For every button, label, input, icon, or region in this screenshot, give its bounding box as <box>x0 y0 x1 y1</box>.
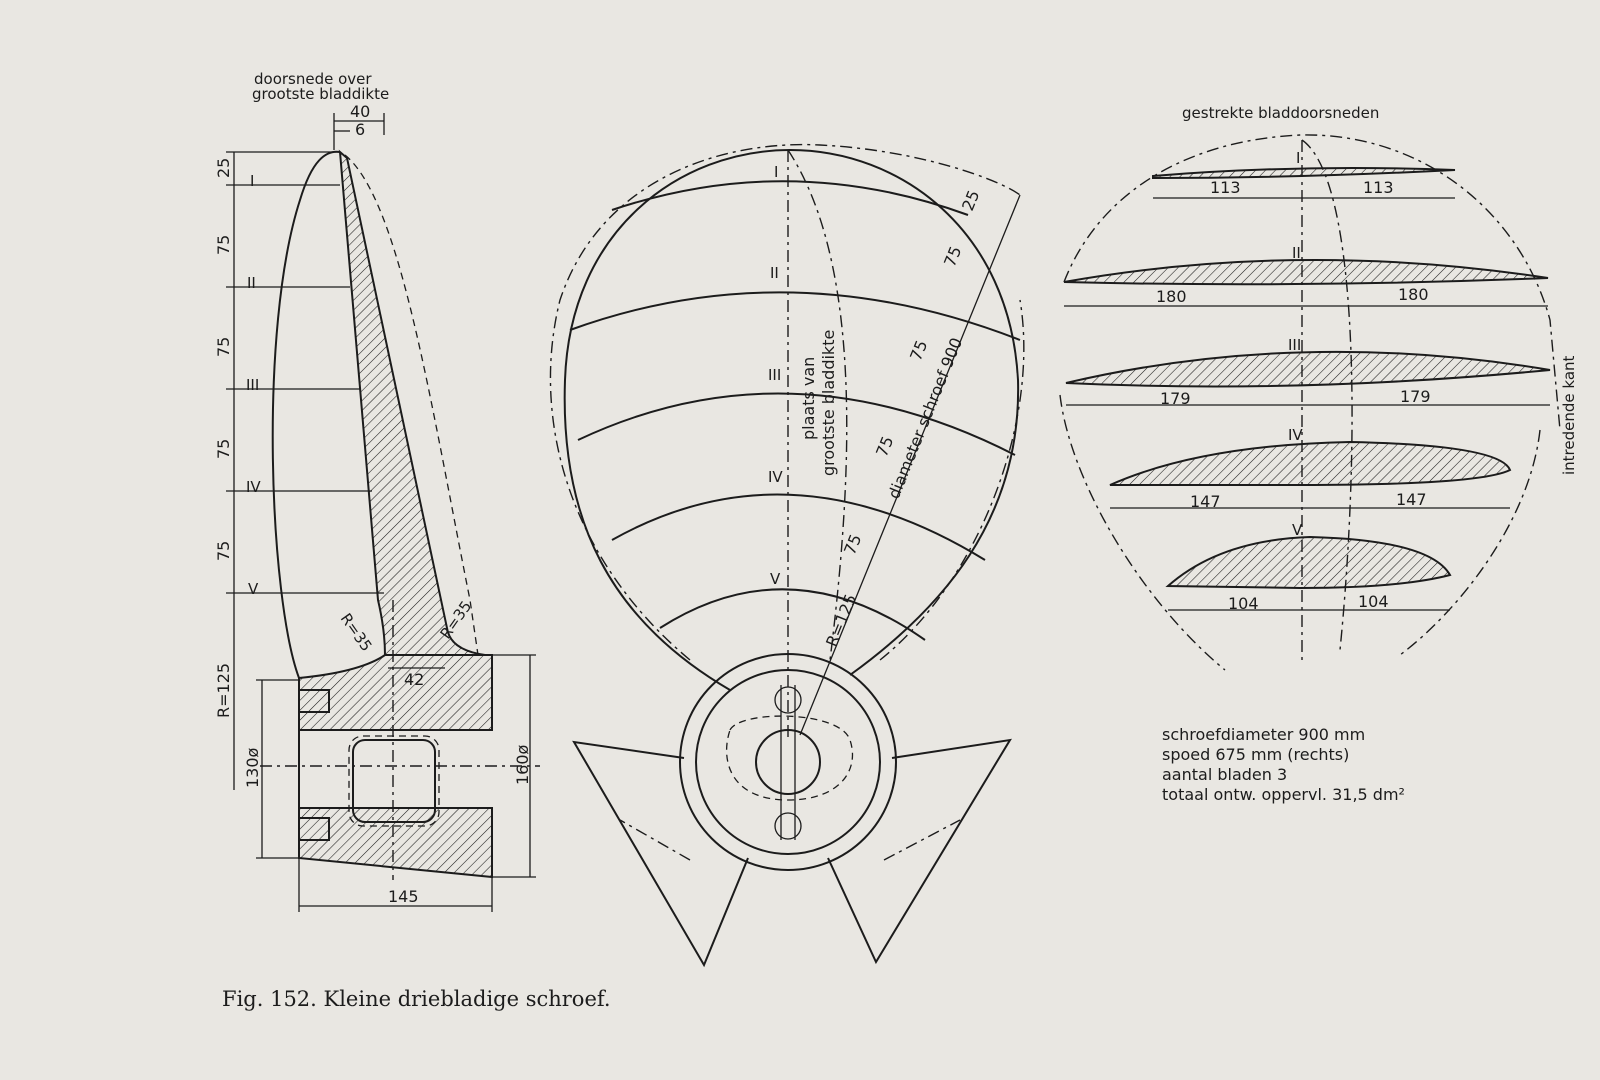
section-5-left: 104 <box>1228 594 1259 613</box>
section-1-right: 113 <box>1363 178 1394 197</box>
label-plaats-line2: grootste bladdikte <box>819 330 838 476</box>
front-dim-75: 75 <box>840 532 865 558</box>
section-4-left: 147 <box>1190 492 1221 511</box>
front-station-1: I <box>774 163 778 181</box>
dim-42: 42 <box>404 670 424 689</box>
dim-6: 6 <box>355 120 365 139</box>
front-dim-75: 75 <box>872 434 897 460</box>
dim-130: 130ø <box>243 747 262 788</box>
dim-75: 75 <box>214 235 233 255</box>
dim-75: 75 <box>214 439 233 459</box>
section-title-line2: grootste bladdikte <box>252 85 389 103</box>
side-station-5: V <box>248 580 259 598</box>
dim-75: 75 <box>214 337 233 357</box>
blade-sections: gestrekte bladdoorsneden I II III IV <box>1059 104 1578 671</box>
dim-r35-left: R=35 <box>337 610 376 655</box>
front-station-5: V <box>770 570 781 588</box>
spec-line-4: totaal ontw. oppervl. 31,5 dm² <box>1162 785 1405 804</box>
edge-label: intredende kant <box>1560 355 1578 475</box>
side-station-2: II <box>247 274 256 292</box>
dim-145: 145 <box>388 887 419 906</box>
front-dim-25: 25 <box>958 188 983 214</box>
section-station-2: II <box>1292 244 1301 262</box>
front-view: I II III IV V plaats van grootste bladdi… <box>549 143 1025 968</box>
label-plaats-line1: plaats van <box>799 357 818 440</box>
front-station-3: III <box>768 366 781 384</box>
side-station-4: IV <box>246 478 261 496</box>
front-station-4: IV <box>768 468 783 486</box>
section-1-left: 113 <box>1210 178 1241 197</box>
section-4-right: 147 <box>1396 490 1427 509</box>
spec-line-3: aantal bladen 3 <box>1162 765 1287 784</box>
spec-line-2: spoed 675 mm (rechts) <box>1162 745 1349 764</box>
front-dim-r125: R=125 <box>822 591 860 649</box>
section-2-left: 180 <box>1156 287 1187 306</box>
side-view: doorsnede over grootste bladdikte 40 6 2… <box>214 70 540 912</box>
dim-r125: R=125 <box>214 663 233 718</box>
front-dim-75: 75 <box>940 244 965 270</box>
dim-160: 160ø <box>513 744 532 785</box>
spec-line-1: schroefdiameter 900 mm <box>1162 725 1365 744</box>
front-station-2: II <box>770 264 779 282</box>
dim-40: 40 <box>350 102 370 121</box>
side-station-1: I <box>250 172 254 190</box>
section-3-left: 179 <box>1160 389 1191 408</box>
sections-title: gestrekte bladdoorsneden <box>1182 104 1379 122</box>
section-title-line1: doorsnede over <box>254 70 372 88</box>
figure-caption: Fig. 152. Kleine driebladige schroef. <box>222 987 611 1011</box>
section-5-right: 104 <box>1358 592 1389 611</box>
section-3-right: 179 <box>1400 387 1431 406</box>
dim-25: 25 <box>214 158 233 178</box>
front-dim-75: 75 <box>906 338 931 364</box>
specs-block: schroefdiameter 900 mm spoed 675 mm (rec… <box>1162 725 1405 804</box>
section-station-4: IV <box>1288 426 1303 444</box>
section-station-1: I <box>1296 149 1300 167</box>
section-station-5: V <box>1292 521 1303 539</box>
section-2-right: 180 <box>1398 285 1429 304</box>
side-station-3: III <box>246 376 259 394</box>
dim-75: 75 <box>214 541 233 561</box>
section-station-3: III <box>1288 336 1301 354</box>
